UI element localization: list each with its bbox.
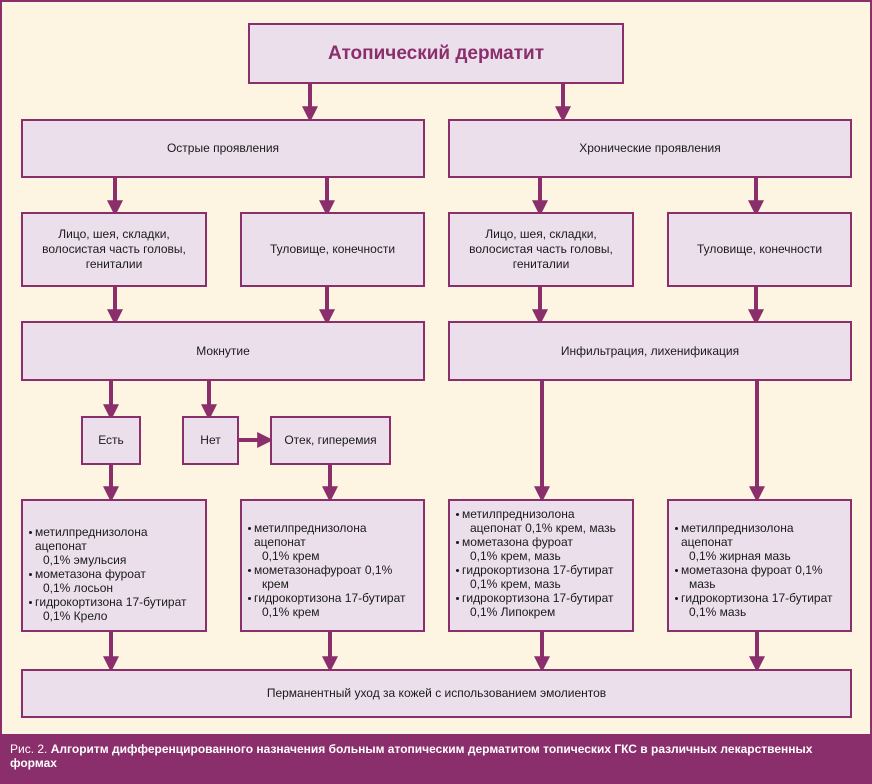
edema-box: Отек, гиперемия (270, 416, 391, 465)
chronic-box: Хронические проявления (448, 119, 852, 178)
emollient-care-box: Перманентный уход за кожей с использован… (21, 669, 852, 718)
caption-figure-number: Рис. 2. (10, 742, 48, 756)
emollient-care-label: Перманентный уход за кожей с использован… (266, 686, 607, 700)
title-box: Атопический дерматит (248, 23, 624, 84)
acute-label: Острые проявления (166, 141, 280, 155)
no-label: Нет (200, 433, 221, 447)
yes-box: Есть (81, 416, 141, 465)
edema-label: Отек, гиперемия (284, 433, 377, 447)
infiltration-box: Инфильтрация, лихенификация (448, 321, 852, 381)
chronic-body-region-box: Туловище, конечности (667, 212, 852, 287)
acute-box: Острые проявления (21, 119, 425, 178)
acute-face-region-label: Лицо, шея, складки, волосистая часть гол… (42, 227, 186, 271)
infiltration-label: Инфильтрация, лихенификация (560, 343, 740, 358)
chronic-face-region-box: Лицо, шея, складки, волосистая часть гол… (448, 212, 634, 287)
figure-caption: Рис. 2. Алгоритм дифференцированного наз… (0, 734, 872, 784)
weeping-box: Мокнутие (21, 321, 425, 381)
yes-label: Есть (98, 433, 124, 447)
caption-text: Алгоритм дифференцированного назначения … (10, 742, 813, 770)
weeping-label: Мокнутие (196, 343, 250, 358)
no-box: Нет (182, 416, 239, 465)
title-text: Атопический дерматит (328, 43, 544, 64)
acute-face-region-box: Лицо, шея, складки, волосистая часть гол… (21, 212, 207, 287)
acute-body-region-box: Туловище, конечности (240, 212, 425, 287)
list-item: мометазонафуроат 0,1%крем (248, 563, 419, 591)
chronic-label: Хронические проявления (579, 141, 721, 155)
list-item: мометазона фуроат 0,1%мазь (675, 563, 846, 591)
chronic-body-region-label: Туловище, конечности (696, 242, 823, 256)
chronic-face-region-label: Лицо, шея, складки, волосистая часть гол… (469, 227, 613, 271)
acute-body-region-label: Туловище, конечности (269, 242, 396, 256)
